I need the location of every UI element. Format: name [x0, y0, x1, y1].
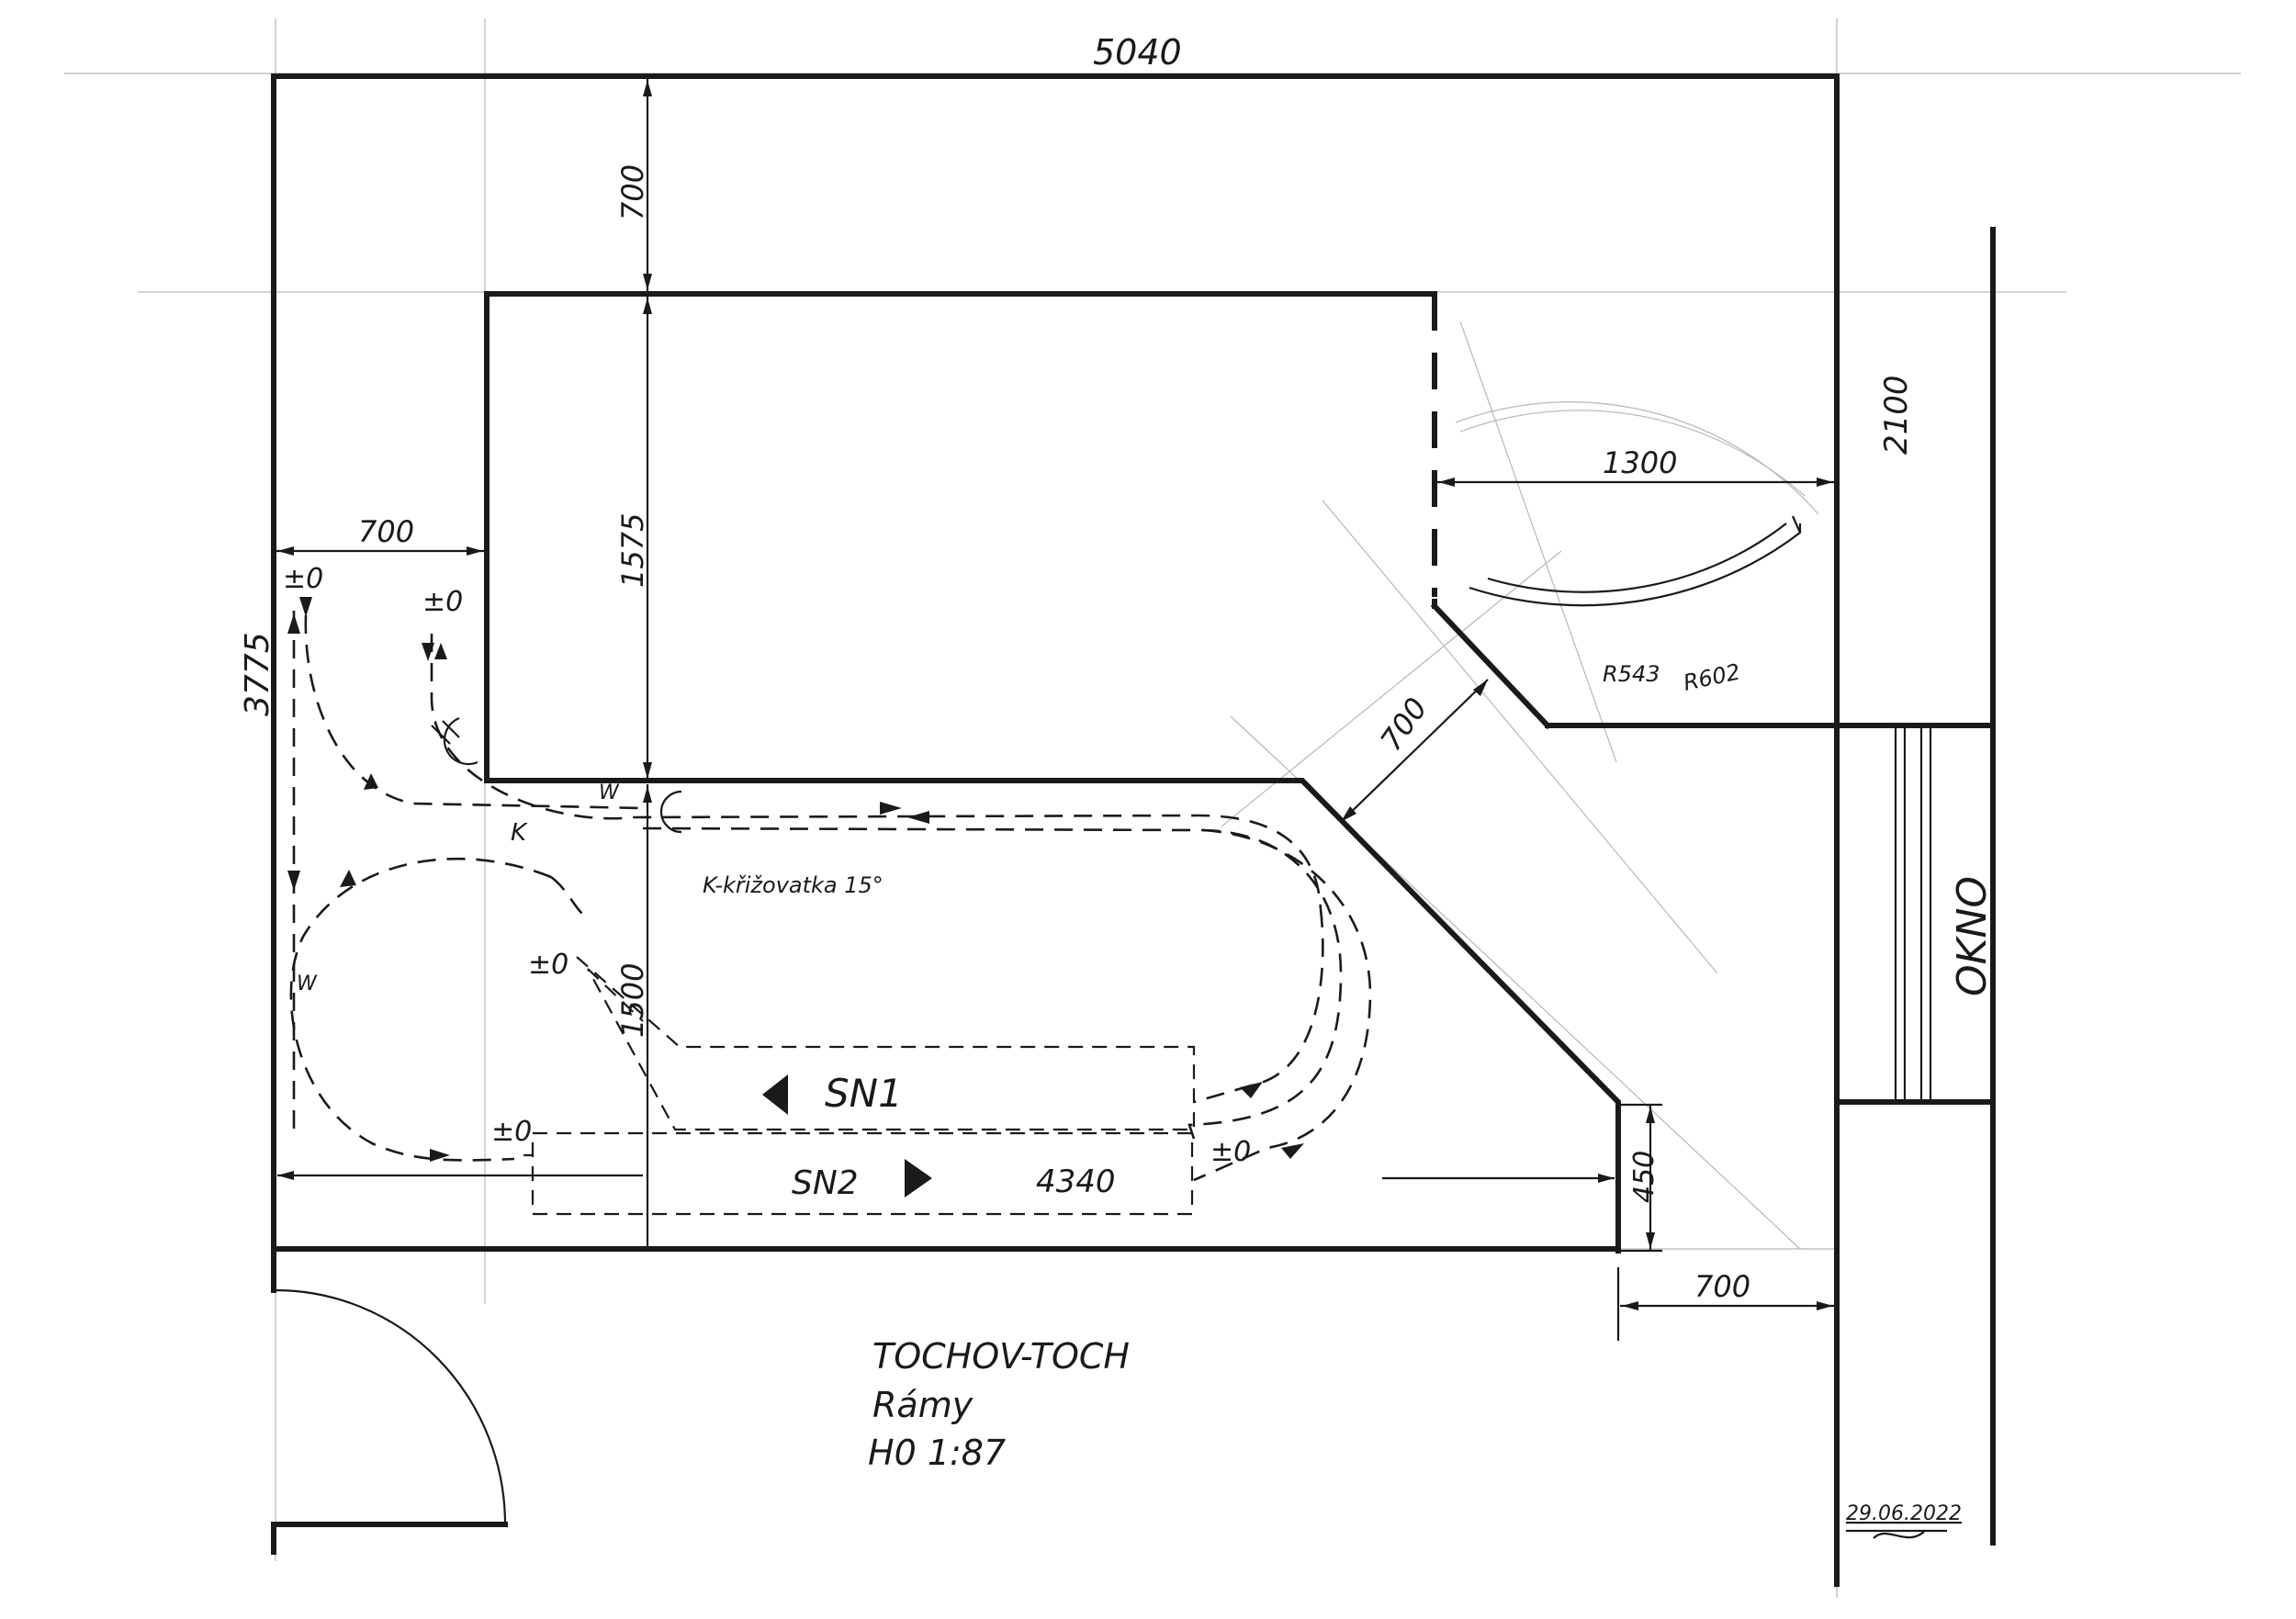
board-outline	[484, 291, 1621, 1254]
dim-upper-gap: 700	[615, 164, 650, 220]
title-block: TOCHOV-TOCH Rámy H0 1:87	[868, 1336, 1130, 1473]
dim-right-wall: 2100	[1878, 375, 1915, 455]
label-level-3: ±0	[528, 949, 568, 981]
label-level-5: ±0	[1210, 1136, 1251, 1168]
label-switch-2: W	[297, 973, 318, 995]
window-frame	[1894, 727, 1932, 1102]
label-radius-inner: R543	[1603, 661, 1660, 687]
dim-left-gap: 700	[358, 514, 414, 549]
label-staging-1: SN1	[825, 1071, 903, 1116]
dim-room-height: 3775	[239, 632, 276, 716]
label-level-2: ±0	[422, 586, 463, 618]
date-text: 29.06.2022	[1846, 1502, 1962, 1525]
corner-helix	[1455, 401, 1819, 607]
door-swing	[275, 1288, 507, 1525]
label-level-1: ±0	[283, 563, 323, 595]
title-line-1: TOCHOV-TOCH	[872, 1336, 1130, 1377]
title-line-2: Rámy	[872, 1385, 974, 1425]
label-switch-1: W	[599, 781, 620, 804]
date-stamp: 29.06.2022	[1846, 1502, 1962, 1539]
label-staging-2: SN2	[792, 1164, 859, 1202]
label-window: OKNO	[1949, 876, 1996, 996]
sn2-arrow-icon	[905, 1159, 932, 1197]
dim-lower-gap: 1500	[615, 963, 650, 1038]
direction-arrows	[287, 597, 1304, 1197]
dim-inner-height: 1575	[615, 513, 650, 588]
dim-depth-arc: 1300	[1603, 445, 1677, 480]
title-line-3: H0 1:87	[868, 1433, 1006, 1473]
label-level-4: ±0	[491, 1116, 532, 1148]
dim-width-total: 5040	[1093, 32, 1182, 73]
dimension-lines	[276, 78, 1835, 1341]
dim-diagonal: 700	[1373, 691, 1434, 758]
sn1-arrow-icon	[762, 1074, 788, 1115]
construction-lines	[64, 18, 2241, 1598]
room-walls	[271, 73, 1996, 1587]
label-radius-outer: R602	[1681, 658, 1742, 695]
track-plan	[289, 611, 1372, 1216]
label-crossing: K-křižovatka 15°	[703, 872, 884, 898]
dim-bottom-offset: 700	[1694, 1269, 1750, 1304]
label-crossing-mark: K	[511, 819, 528, 847]
crossing-symbols	[431, 716, 682, 834]
dim-length: 4340	[1036, 1164, 1116, 1200]
dim-corner: 450	[1628, 1151, 1660, 1203]
